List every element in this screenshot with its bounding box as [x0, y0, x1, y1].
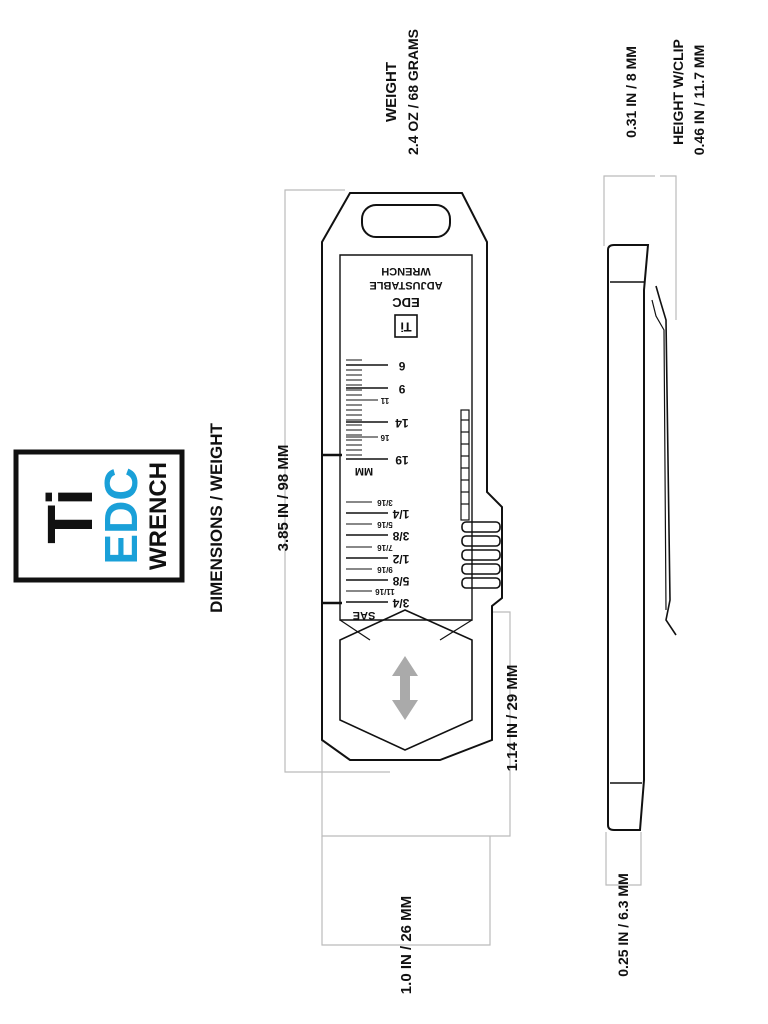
face-line-wrench: WRENCH: [381, 265, 431, 277]
sae-minor-label: 5/16: [377, 520, 393, 529]
page-title: DIMENSIONS / WEIGHT: [207, 422, 226, 612]
logo-wrench: WRENCH: [145, 462, 172, 570]
adjust-arrow-icon: [392, 656, 418, 720]
ti-edc-wrench-logo: Ti EDC WRENCH: [13, 449, 185, 583]
sae-major-label: 3/8: [392, 529, 409, 543]
logo-edc: EDC: [95, 467, 147, 564]
wrench-face-branding: Ti EDC ADJUSTABLE WRENCH MM SAE: [353, 265, 443, 621]
face-brand-mark: Ti: [400, 320, 411, 335]
width-dimension: 1.0 IN / 26 MM: [398, 896, 415, 994]
wrench-front-view: [321, 192, 503, 761]
wrench-scale: 6 9 14 19 11 16 1/4 3/8 1/2 5/8 3/4 3/16 5/16 7/16 9/1…: [346, 359, 409, 610]
height-clip-value: 0.46 IN / 11.7 MM: [691, 45, 707, 156]
sae-minor-label: 7/16: [377, 543, 393, 552]
mm-minor-label: 16: [380, 433, 389, 442]
side-view-dimension-lines: [603, 175, 677, 886]
rack-teeth: [460, 409, 470, 521]
sae-major-label: 1/4: [392, 507, 409, 521]
height-clip-label: HEIGHT W/CLIP: [670, 39, 686, 145]
sae-minor-label: 11/16: [375, 587, 395, 596]
mm-major-label: 14: [395, 416, 409, 430]
face-line-adjustable: ADJUSTABLE: [369, 279, 442, 291]
thickness-dimension: 0.31 IN / 8 MM: [623, 46, 639, 138]
mm-major-label: 9: [398, 382, 405, 396]
sae-minor-label: 9/16: [377, 565, 393, 574]
dimension-lines: [284, 189, 511, 946]
sae-major-label: 5/8: [392, 574, 409, 588]
jaw-dimension: 1.14 IN / 29 MM: [504, 665, 521, 772]
base-dimension: 0.25 IN / 6.3 MM: [615, 873, 631, 976]
sae-major-label: 3/4: [392, 596, 409, 610]
weight-label: WEIGHT: [383, 62, 400, 122]
face-line-edc: EDC: [392, 295, 420, 310]
wrench-side-view: [607, 244, 677, 831]
face-mm-label: MM: [355, 465, 373, 477]
mm-major-label: 6: [398, 359, 405, 373]
logo-ti: Ti: [34, 488, 106, 544]
mm-minor-label: 11: [380, 396, 389, 405]
length-dimension: 3.85 IN / 98 MM: [275, 445, 292, 552]
face-sae-label: SAE: [353, 609, 376, 621]
sae-minor-label: 3/16: [377, 498, 393, 507]
worm-gear: [461, 521, 501, 589]
weight-value: 2.4 OZ / 68 GRAMS: [405, 29, 421, 155]
sae-major-label: 1/2: [392, 552, 409, 566]
mm-major-label: 19: [395, 453, 409, 467]
